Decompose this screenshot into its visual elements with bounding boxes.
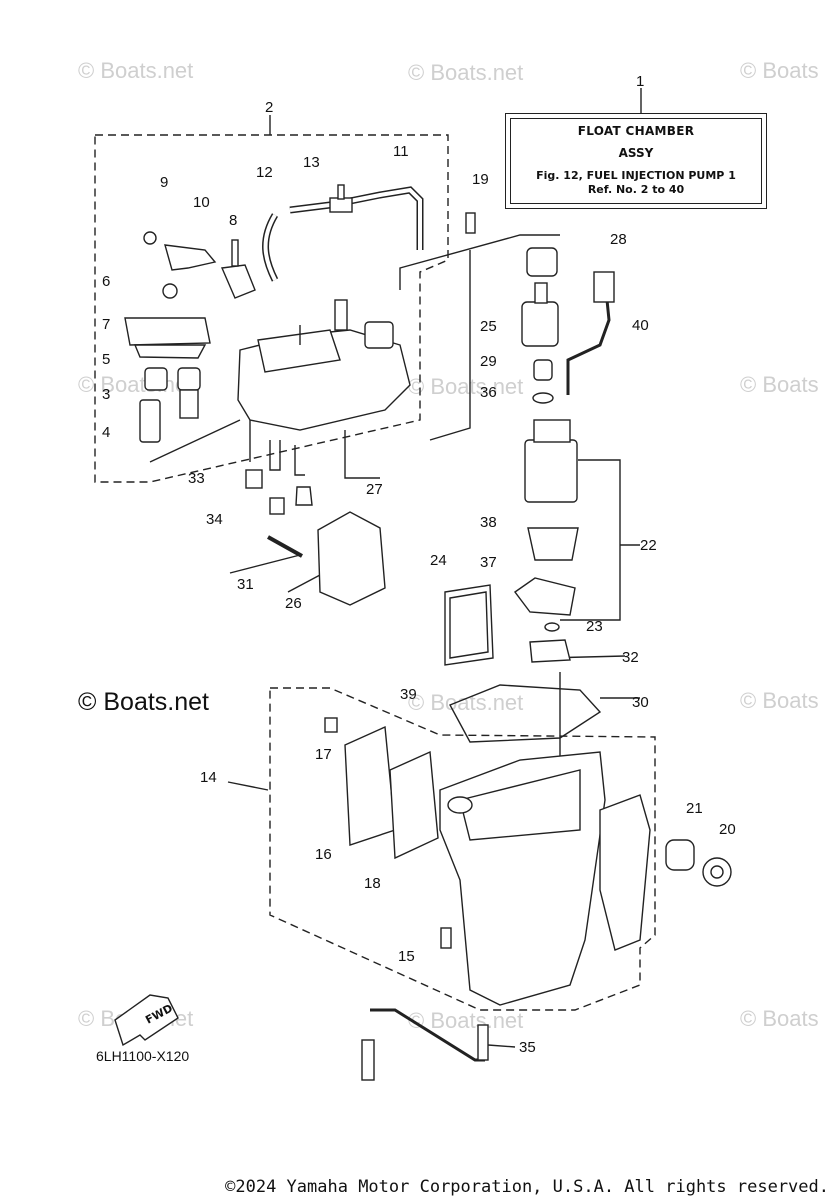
watermark: © Boats (740, 58, 819, 83)
float-chamber-body (439, 751, 606, 1006)
callout-7: 7 (102, 316, 110, 333)
title-line-2: ASSY (618, 146, 654, 160)
watermark: © Boats (740, 688, 819, 713)
title-line-3: Fig. 12, FUEL INJECTION PUMP 1 (536, 169, 736, 182)
callout-8: 8 (229, 212, 237, 229)
callout-34: 34 (206, 511, 223, 528)
callout-15: 15 (398, 948, 415, 965)
callout-27: 27 (366, 481, 383, 498)
callout-5: 5 (102, 351, 110, 368)
callout-33: 33 (188, 470, 205, 487)
title-line-4: Ref. No. 2 to 40 (587, 183, 685, 196)
watermark: © Boats.net (408, 690, 524, 715)
callout-26: 26 (285, 595, 302, 612)
watermark: © Boats.net (408, 374, 524, 399)
callout-31: 31 (237, 576, 254, 593)
watermark: © Boats.net (78, 58, 194, 83)
title-line-1: FLOAT CHAMBER (577, 124, 695, 138)
callout-22: 22 (640, 537, 657, 554)
watermark: © Boats.net (408, 60, 524, 85)
callout-23: 23 (586, 618, 603, 635)
callout-39: 39 (400, 686, 417, 703)
callout-30: 30 (632, 694, 649, 711)
callout-28: 28 (610, 231, 627, 248)
callout-16: 16 (315, 846, 332, 863)
title-box: FLOAT CHAMBER ASSY Fig. 12, FUEL INJECTI… (505, 113, 767, 209)
callout-13: 13 (303, 154, 320, 171)
callout-35: 35 (519, 1039, 536, 1056)
callout-12: 12 (256, 164, 273, 181)
callout-19: 19 (472, 171, 489, 188)
callout-36: 36 (480, 384, 497, 401)
callout-38: 38 (480, 514, 497, 531)
callout-29: 29 (480, 353, 497, 370)
callout-21: 21 (686, 800, 703, 817)
callout-17: 17 (315, 746, 332, 763)
callout-3: 3 (102, 386, 110, 403)
callout-40: 40 (632, 317, 649, 334)
fwd-arrow-icon (114, 994, 179, 1047)
group-2-outline (94, 134, 449, 483)
drawing-code: 6LH1100-X120 (96, 1048, 190, 1064)
callout-14: 14 (200, 769, 217, 786)
callout-18: 18 (364, 875, 381, 892)
copyright-notice: ©2024 Yamaha Motor Corporation, U.S.A. A… (225, 1177, 829, 1197)
callout-4: 4 (102, 424, 110, 441)
watermark: © Boats (740, 1006, 819, 1031)
callout-9: 9 (160, 174, 168, 191)
brand-label: © Boats.net (78, 688, 209, 716)
group-14-outline (269, 687, 656, 1011)
callout-24: 24 (430, 552, 447, 569)
callout-20: 20 (719, 821, 736, 838)
watermark: © Boats.net (78, 372, 194, 397)
callout-25: 25 (480, 318, 497, 335)
callout-1: 1 (636, 73, 644, 90)
callout-37: 37 (480, 554, 497, 571)
callout-10: 10 (193, 194, 210, 211)
callout-11: 11 (393, 143, 409, 160)
callout-32: 32 (622, 649, 639, 666)
callout-6: 6 (102, 273, 110, 290)
callout-2: 2 (265, 99, 273, 116)
watermark: © Boats (740, 372, 819, 397)
